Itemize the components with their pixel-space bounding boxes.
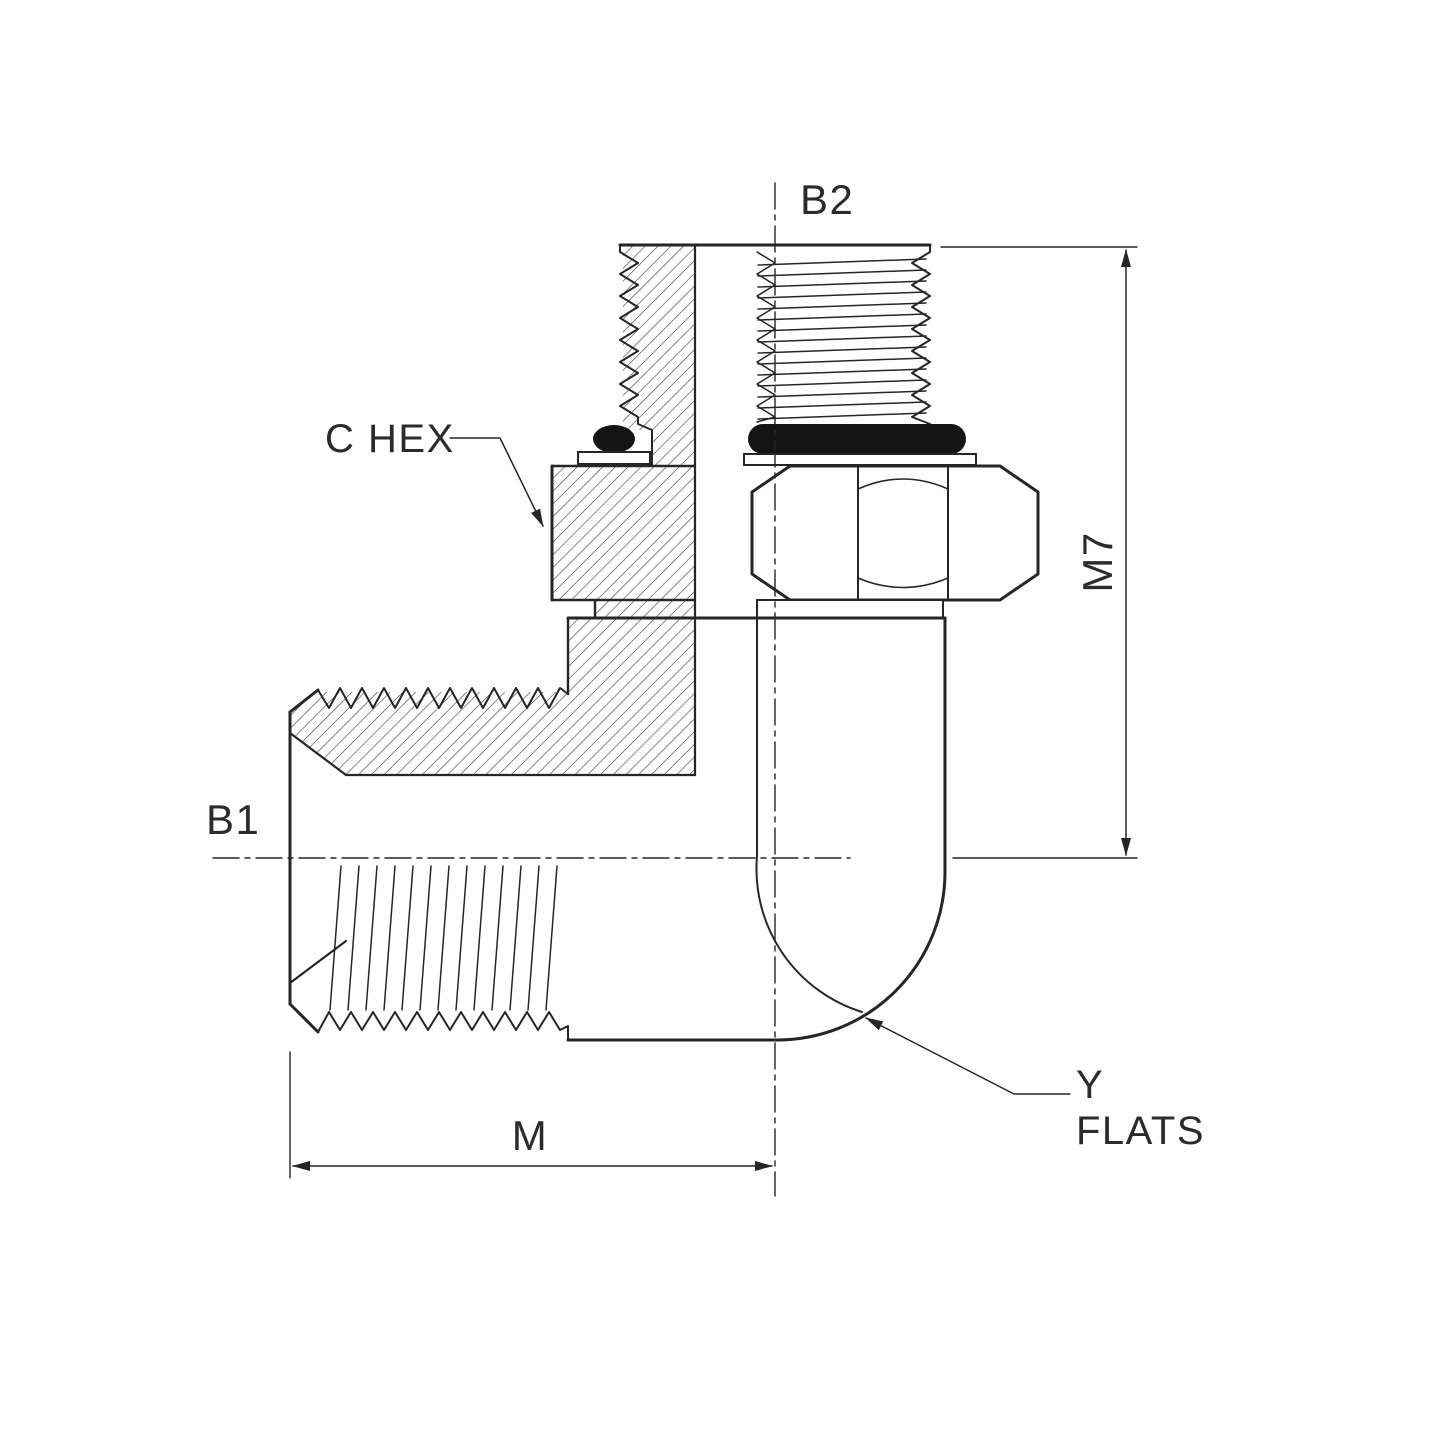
stud-thread-flank bbox=[757, 258, 927, 266]
label-y-flats-line2: FLATS bbox=[1076, 1109, 1205, 1153]
jic-thread-flank bbox=[329, 865, 342, 1011]
jic-thread-flank bbox=[509, 865, 522, 1011]
section-hatch bbox=[568, 600, 695, 694]
jic-thread-profile-top bbox=[317, 687, 569, 709]
stud-thread-flank bbox=[757, 401, 927, 409]
jic-thread-profile-bottom bbox=[317, 1011, 569, 1041]
jic-thread-flank bbox=[383, 865, 396, 1011]
jic-thread-flank bbox=[347, 865, 360, 1011]
section-hatch bbox=[290, 692, 695, 775]
stud-thread-flank bbox=[757, 280, 927, 288]
stud-thread-flank bbox=[757, 357, 927, 365]
label-y-flats-line1: Y bbox=[1076, 1063, 1104, 1107]
leader-y-flats bbox=[865, 1017, 1071, 1095]
stud-thread-flank bbox=[757, 313, 927, 321]
section-hatch bbox=[623, 245, 695, 466]
stud-thread-flank bbox=[757, 368, 927, 376]
o-ring-band bbox=[748, 424, 966, 454]
leader-c-hex bbox=[449, 437, 544, 527]
flare-cone-lower bbox=[288, 939, 348, 985]
stud-thread-flank bbox=[757, 390, 927, 398]
jic-chamfer-top bbox=[288, 688, 320, 714]
stud-thread-flank bbox=[757, 335, 927, 343]
jic-chamfer-bottom bbox=[288, 1002, 320, 1034]
jic-thread-flank bbox=[437, 865, 450, 1011]
label-dim-m7: M7 bbox=[1074, 531, 1121, 592]
stud-thread-flank bbox=[757, 291, 927, 299]
backup-washer-right bbox=[743, 453, 977, 466]
nut-flange bbox=[756, 599, 944, 619]
stud-thread-flank bbox=[757, 412, 927, 420]
stud-thread-profile-left bbox=[619, 244, 653, 467]
jic-thread-flank bbox=[419, 865, 432, 1011]
stud-thread-flank bbox=[757, 346, 927, 354]
jic-thread-flank bbox=[545, 865, 558, 1011]
stud-thread-profile-right bbox=[911, 244, 931, 425]
stud-thread-root-zigzag bbox=[756, 251, 776, 423]
backup-washer-left bbox=[577, 451, 651, 465]
section-hatch bbox=[552, 466, 695, 600]
jic-thread-flank bbox=[455, 865, 468, 1011]
label-port-b2: B2 bbox=[800, 176, 854, 223]
locknut-chamfer-arc-bottom bbox=[857, 577, 949, 589]
jic-thread-flank bbox=[473, 865, 486, 1011]
jic-thread-flank bbox=[527, 865, 540, 1011]
elbow-outer-corner-arc bbox=[775, 870, 947, 1042]
locknut-chamfer-arc-top bbox=[857, 478, 949, 490]
label-dim-m: M bbox=[512, 1112, 549, 1159]
stud-thread-flank bbox=[757, 269, 927, 277]
elbow-inner-corner-arc bbox=[755, 855, 863, 1013]
jic-thread-flank bbox=[365, 865, 378, 1011]
jic-thread-flank bbox=[401, 865, 414, 1011]
flare-cone-upper bbox=[288, 731, 348, 777]
stud-thread-flank bbox=[757, 379, 927, 387]
stud-thread-flank bbox=[757, 324, 927, 332]
jic-thread-flank bbox=[491, 865, 504, 1011]
locknut-outline bbox=[750, 464, 1040, 602]
label-c-hex: C HEX bbox=[325, 417, 455, 461]
stud-thread-flank bbox=[757, 302, 927, 310]
o-ring-section bbox=[593, 425, 635, 453]
label-port-b1: B1 bbox=[206, 796, 260, 843]
geometry-layer bbox=[212, 182, 1138, 1197]
